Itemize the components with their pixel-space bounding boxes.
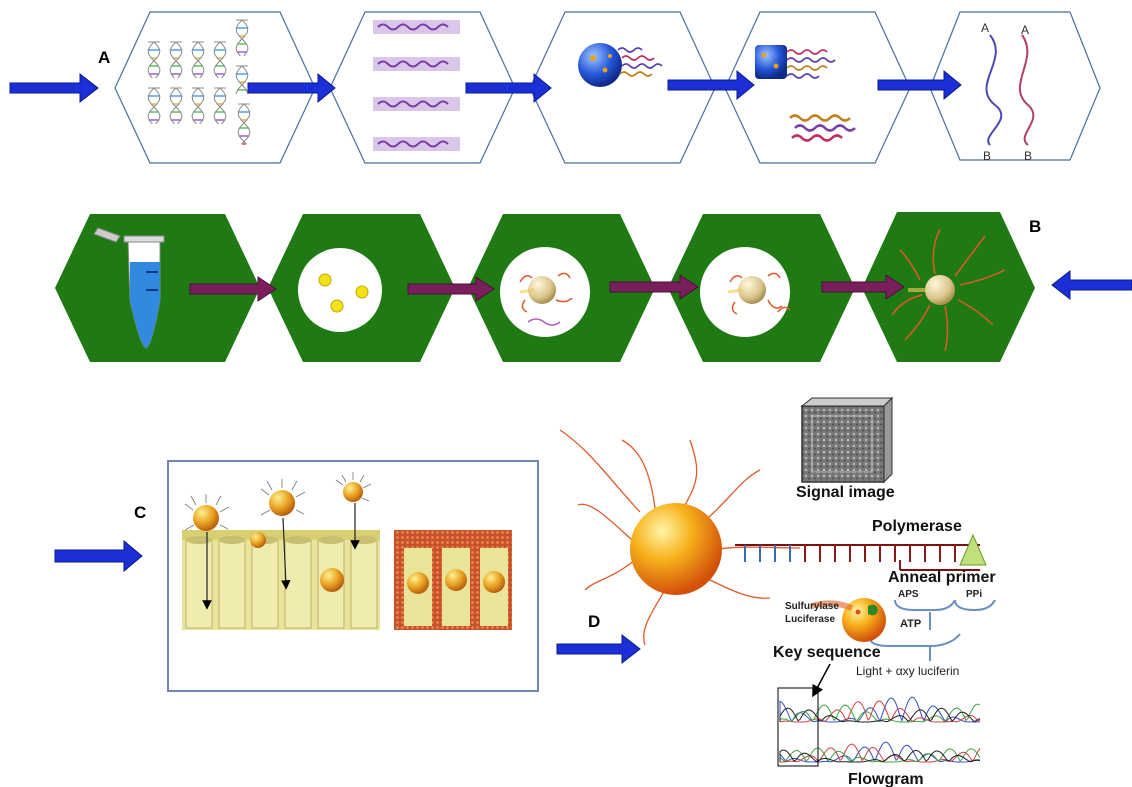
arrow-a1: [247, 72, 336, 104]
strand-label-a1: A: [981, 21, 989, 35]
arrow-b1: [189, 276, 277, 302]
aps-label: APS: [898, 589, 919, 600]
sulfurylase-label: Sulfurylase: [785, 601, 839, 612]
bead-icon: [755, 45, 856, 142]
strand-pair: A A B B: [981, 21, 1035, 163]
panel-a: A A B B A: [9, 11, 1101, 164]
arrow-a2: [465, 72, 552, 104]
microcentrifuge-tube-icon: [93, 227, 165, 349]
dna-helix-icon: [147, 19, 251, 145]
key-sequence-pointer: [812, 663, 831, 698]
arrows-row-b: [189, 269, 1132, 302]
template-strand: [735, 544, 980, 571]
ppi-label: PPi: [966, 589, 982, 600]
arrow-a4: [877, 69, 962, 101]
signal-image-icon: [800, 396, 894, 484]
key-sequence-box: [777, 687, 819, 767]
capture-beads: [184, 472, 372, 610]
arrow-b4: [821, 274, 905, 300]
arrow-entry-b: [1051, 269, 1132, 301]
enzyme-bead-icon: [811, 598, 886, 642]
emulsion-droplet-icon: [500, 247, 590, 337]
arrow-entry-a: [9, 72, 99, 104]
signal-image-label: Signal image: [796, 484, 895, 501]
panel-d: D Signal image: [556, 396, 996, 787]
panel-c: C: [54, 460, 539, 692]
flowgram-trace-icon: [779, 696, 981, 763]
sequencing-bead-icon: [559, 429, 801, 646]
flowgram-label: Flowgram: [848, 771, 924, 787]
luciferase-label: Luciferase: [785, 614, 835, 625]
arrow-b3: [609, 274, 699, 300]
polymerase-icon: [959, 533, 987, 566]
arrow-b2: [407, 276, 495, 302]
atp-label: ATP: [900, 618, 921, 630]
arrow-entry-c: [54, 539, 143, 573]
emulsion-droplet-icon: [700, 247, 791, 337]
arrow-a3: [667, 69, 755, 101]
light-oxyluciferin-label: Light + αxy luciferin: [856, 664, 959, 678]
panel-label-a: A: [98, 48, 110, 67]
strand-label-b2: B: [1024, 149, 1032, 163]
bead-icon: [578, 43, 663, 87]
emulsion-droplet-icon: [298, 248, 382, 332]
arrows-row-a: [9, 69, 962, 104]
strand-label-b1: B: [983, 149, 991, 163]
panel-label-c: C: [134, 503, 146, 522]
reaction-brackets: [869, 599, 996, 661]
bead-icon: [891, 228, 1006, 352]
panel-b: B: [55, 212, 1132, 362]
strand-label-a2: A: [1021, 23, 1029, 37]
panel-label-b: B: [1029, 217, 1041, 236]
panel-label-d: D: [588, 612, 600, 631]
anneal-primer-label: Anneal primer: [888, 569, 996, 586]
well-plate-icon: [182, 530, 512, 630]
arrow-entry-d: [556, 633, 641, 665]
fragment-strip-icon: [373, 20, 460, 151]
polymerase-label: Polymerase: [872, 518, 962, 535]
key-sequence-label: Key sequence: [773, 644, 881, 661]
hexagon-a5: [929, 11, 1101, 161]
